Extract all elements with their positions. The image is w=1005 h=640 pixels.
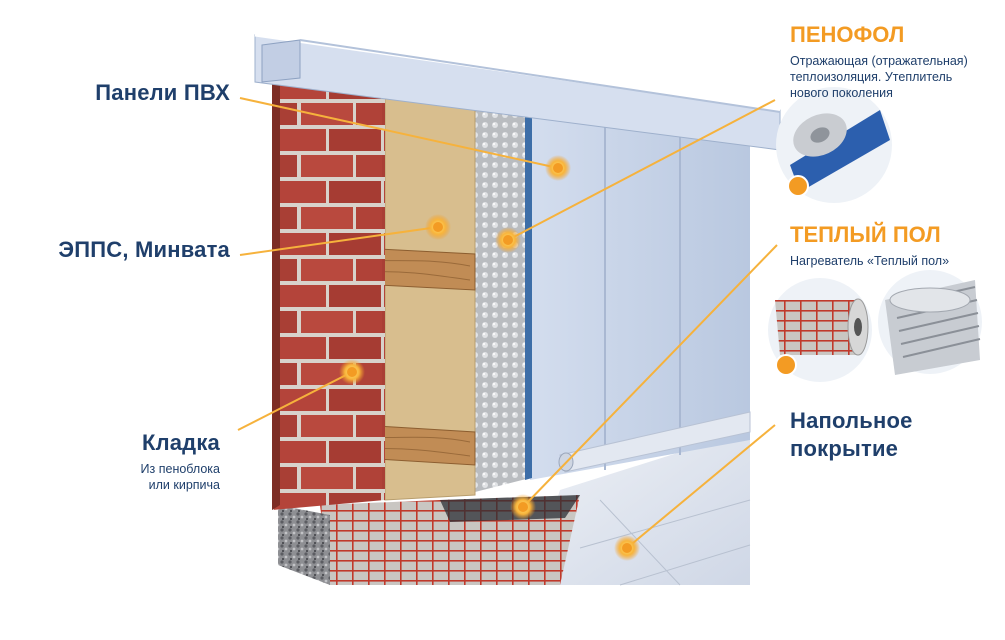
label-masonry-sub-2: или кирпича <box>148 478 220 492</box>
label-penofol: ПЕНОФОЛ <box>790 22 905 47</box>
label-warm-floor: ТЕПЛЫЙ ПОЛ <box>790 222 941 247</box>
warm-floor-product-image <box>768 278 872 382</box>
pvc-panels <box>530 110 750 480</box>
callout-dots <box>339 155 640 561</box>
penofol-layer <box>475 98 530 492</box>
label-floor-cover-2: покрытие <box>790 436 899 461</box>
leader-lines <box>237 97 778 549</box>
label-masonry: Кладка <box>141 430 220 455</box>
heating-foil-product-image <box>878 270 982 375</box>
label-warm-floor-sub: Нагреватель «Теплый пол» <box>790 254 950 268</box>
label-masonry-sub-1: Из пеноблока <box>140 462 220 476</box>
brick-wall <box>272 75 385 510</box>
label-penofol-sub-3: нового поколения <box>790 86 893 100</box>
label-floor-cover-1: Напольное <box>790 408 913 433</box>
label-epps: ЭППС, Минвата <box>58 237 230 262</box>
gravel-base <box>278 505 330 585</box>
label-panels-pvc: Панели ПВХ <box>95 80 230 105</box>
label-penofol-sub-2: теплоизоляция. Утеплитель <box>790 70 953 84</box>
label-penofol-sub-1: Отражающая (отражательная) <box>790 54 968 68</box>
insulation-layer <box>385 88 475 500</box>
penofol-product-image <box>776 87 892 203</box>
